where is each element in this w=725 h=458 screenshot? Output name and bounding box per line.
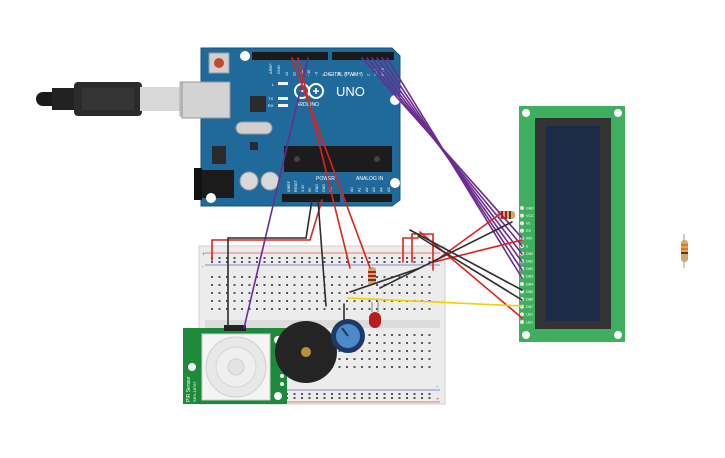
lcd-pin-label: VCC — [526, 214, 534, 218]
gnd-label: GND — [276, 65, 281, 74]
breadboard-plus-top: + — [202, 252, 206, 258]
digital-label: DIGITAL (PWM~) — [324, 72, 363, 78]
power-pin-label: GND — [322, 184, 326, 192]
breadboard-plus-bottom: + — [436, 397, 440, 403]
lcd-pin-label: LED — [526, 313, 533, 317]
lcd-pin-label: E — [526, 244, 529, 248]
analog-label: ANALOG IN — [356, 176, 384, 182]
arduino-board[interactable]: UNO ARDUINO DIGITAL (PWM~) POWER ANALOG … — [181, 47, 401, 207]
analog-pin-label: A5 — [387, 187, 391, 192]
analog-pin-label: A1 — [357, 187, 361, 192]
rx-led-label: RX — [268, 103, 274, 108]
resistor-led[interactable] — [368, 267, 376, 285]
lcd-pin[interactable] — [520, 289, 524, 294]
wires[interactable] — [211, 57, 523, 329]
lcd-pin[interactable] — [520, 228, 524, 233]
lcd-pin[interactable] — [520, 282, 524, 286]
digital-pin-label: ~9 — [315, 72, 319, 76]
lcd-screen — [546, 126, 600, 321]
lcd-pin-label: DB1 — [526, 260, 533, 264]
pir-sensor[interactable]: PIR Sensor SEN-18767 — [183, 325, 287, 404]
power-pin-label: RESET — [294, 179, 298, 192]
lcd-pin-label: DB4 — [526, 282, 533, 286]
lcd-pin[interactable] — [520, 320, 524, 324]
power-label: POWER — [316, 176, 335, 182]
lcd-pin-label: DB0 — [526, 252, 533, 256]
lcd-pin-label: V0 — [526, 222, 530, 226]
lcd-pin[interactable] — [520, 221, 524, 226]
lcd-pin[interactable] — [520, 206, 524, 210]
lcd-pin-label: RW — [526, 237, 533, 241]
analog-pin-label: A2 — [365, 187, 369, 192]
tx-led-label: TX — [268, 96, 273, 101]
power-pin-label: GND — [315, 184, 319, 192]
lcd-pin-label: DB3 — [526, 275, 533, 279]
digital-pin-label: ~6 — [337, 72, 341, 76]
digital-pin-label: 7 — [329, 74, 333, 76]
l-led-label: L — [272, 82, 275, 87]
analog-pin-label: A4 — [380, 187, 384, 192]
pir-model: SEN-18767 — [192, 381, 197, 402]
digital-pin-label: 13 — [285, 72, 289, 76]
lcd-pin[interactable] — [520, 312, 524, 317]
digital-pin-label: TX 1 — [374, 68, 378, 76]
lcd-pin-label: DB6 — [526, 298, 533, 302]
digital-pin-label: 12 — [292, 72, 296, 76]
lcd-pin-label: DB2 — [526, 267, 533, 271]
potentiometer[interactable] — [331, 319, 365, 353]
resistor-spare[interactable] — [681, 234, 688, 268]
uno-label: UNO — [336, 84, 365, 99]
lcd-pin-label: DB7 — [526, 305, 533, 309]
lcd-pin-label: LED — [526, 320, 533, 324]
power-pin-label: 5V — [308, 187, 312, 192]
digital-pin-label: 4 — [352, 74, 356, 76]
power-pin-label: 3.3V — [301, 184, 305, 192]
analog-pin-label: A3 — [372, 187, 376, 192]
lcd-pin-label: DB5 — [526, 290, 533, 294]
digital-pin-label: ~10 — [307, 70, 311, 76]
lcd-pin-label: RS — [526, 229, 532, 233]
pir-label: PIR Sensor — [186, 376, 192, 402]
arduino-label: ARDUINO — [296, 102, 319, 108]
lcd-pin-label: GND — [526, 206, 534, 210]
red-led[interactable] — [369, 302, 381, 328]
analog-pin-label: A0 — [350, 187, 354, 192]
digital-pin-label: ~5 — [344, 72, 348, 76]
power-pin-label: IOREF — [287, 180, 291, 192]
digital-pin-label: 2 — [366, 74, 370, 76]
lcd-pin[interactable] — [520, 213, 524, 218]
digital-pin-label: ~3 — [359, 72, 363, 76]
digital-pin-label: 8 — [322, 74, 326, 76]
breadboard-minus-bottom: - — [436, 384, 438, 390]
breadboard-minus-top: - — [202, 264, 204, 270]
piezo-buzzer[interactable] — [275, 321, 337, 386]
aref-label: AREF — [268, 63, 273, 74]
